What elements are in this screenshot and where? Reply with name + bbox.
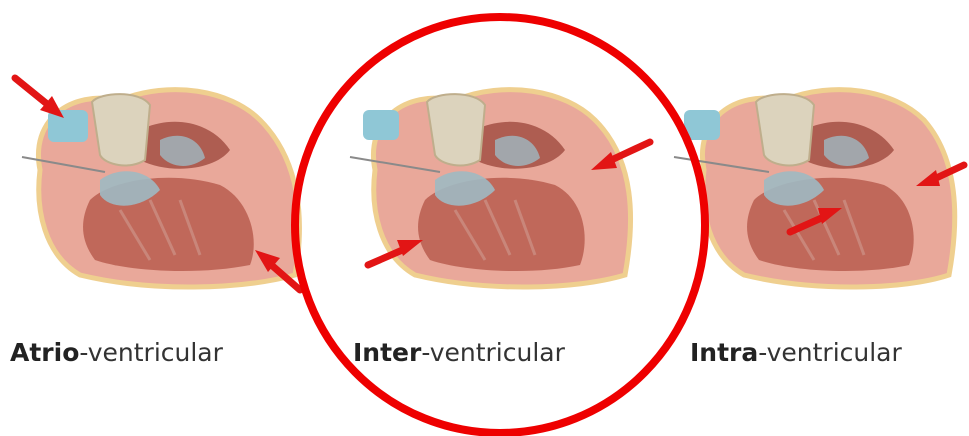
caption-inter-ventricular: Inter-ventricular [353,338,565,367]
heart-illustration-atrio [0,60,330,300]
panel-atrio-ventricular: Atrio-ventricular [0,0,330,436]
caption-intra-ventricular: Intra-ventricular [690,338,902,367]
panel-inter-ventricular: Inter-ventricular [335,0,665,436]
caption-atrio-ventricular: Atrio-ventricular [10,338,223,367]
heart-drawing [22,90,299,287]
heart-illustration-inter [335,60,665,300]
heart-illustration-intra [664,60,969,300]
panel-intra-ventricular: Intra-ventricular [664,0,969,436]
arrow-icon [15,78,64,118]
heart-drawing [674,90,955,287]
